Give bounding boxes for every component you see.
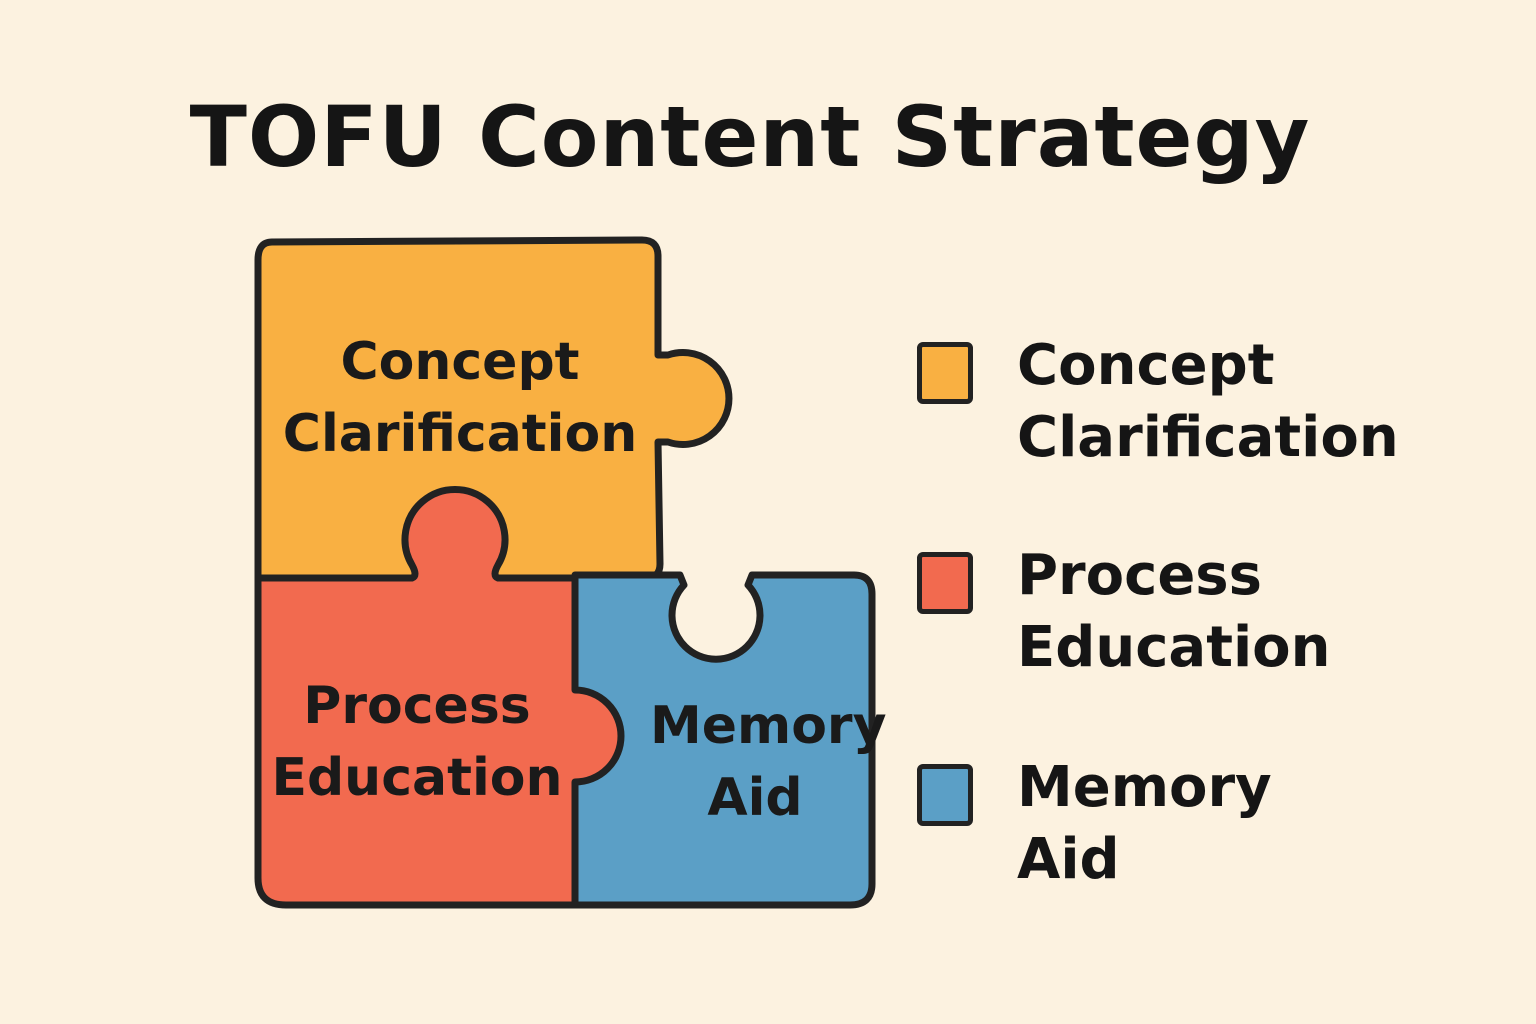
piece-label-line: Education xyxy=(271,748,563,808)
piece-label-line: Concept xyxy=(340,332,580,392)
piece-label-line: Clarification xyxy=(282,404,638,464)
legend-swatch xyxy=(917,552,973,614)
diagram-title: TOFU Content Strategy xyxy=(189,88,1311,186)
piece-label-line: Aid xyxy=(707,768,803,828)
piece-label-line: Memory xyxy=(650,696,887,756)
piece-label-memory-aid: Memory Aid xyxy=(650,690,887,834)
puzzle-piece-process-education xyxy=(254,485,625,909)
piece-label-concept-clarification: Concept Clarification xyxy=(270,326,650,470)
legend-swatch xyxy=(917,342,973,404)
puzzle-piece-memory-aid xyxy=(571,571,876,909)
piece-label-process-education: Process Education xyxy=(262,670,572,814)
piece-label-line: Process xyxy=(303,676,531,736)
legend-swatch xyxy=(917,764,973,826)
